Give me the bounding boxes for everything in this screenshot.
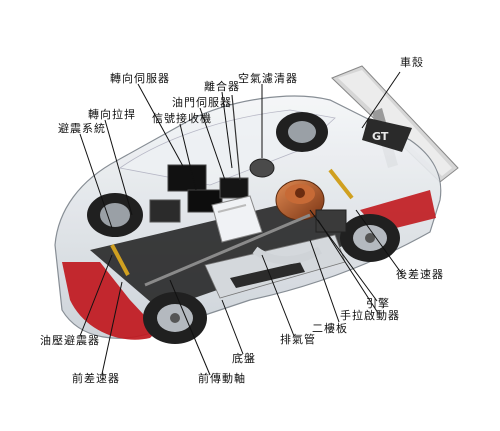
label-steering-servo: 轉向伺服器: [110, 72, 170, 85]
label-body-shell: 車殼: [400, 56, 424, 69]
leader-lines: [79, 71, 403, 376]
label-exhaust-pipe: 排氣管: [280, 333, 316, 346]
label-receiver: 信號接收機: [152, 112, 212, 125]
label-steering-link: 轉向拉捍: [88, 108, 136, 121]
label-air-filter: 空氣濾清器: [238, 72, 298, 85]
label-suspension: 避震系統: [58, 122, 106, 135]
label-clutch: 離合器: [204, 80, 240, 93]
internal-components: [110, 94, 354, 287]
label-engine: 引擎: [366, 297, 390, 310]
label-front-driveshaft: 前傳動軸: [198, 372, 246, 385]
label-pull-starter: 手拉啟動器: [340, 309, 400, 322]
label-second-deck: 二樓板: [312, 322, 348, 335]
rear-left-wheel: [276, 112, 328, 152]
label-chassis: 底盤: [232, 352, 256, 365]
front-right-wheel: [143, 292, 207, 344]
rear-right-wheel: [340, 214, 400, 262]
label-rear-diff: 後差速器: [396, 268, 444, 281]
label-oil-shock: 油壓避震器: [40, 334, 100, 347]
label-front-diff: 前差速器: [72, 372, 120, 385]
front-left-wheel: [87, 193, 143, 237]
label-throttle-servo: 油門伺服器: [172, 96, 232, 109]
svg-text:GT: GT: [372, 130, 389, 143]
